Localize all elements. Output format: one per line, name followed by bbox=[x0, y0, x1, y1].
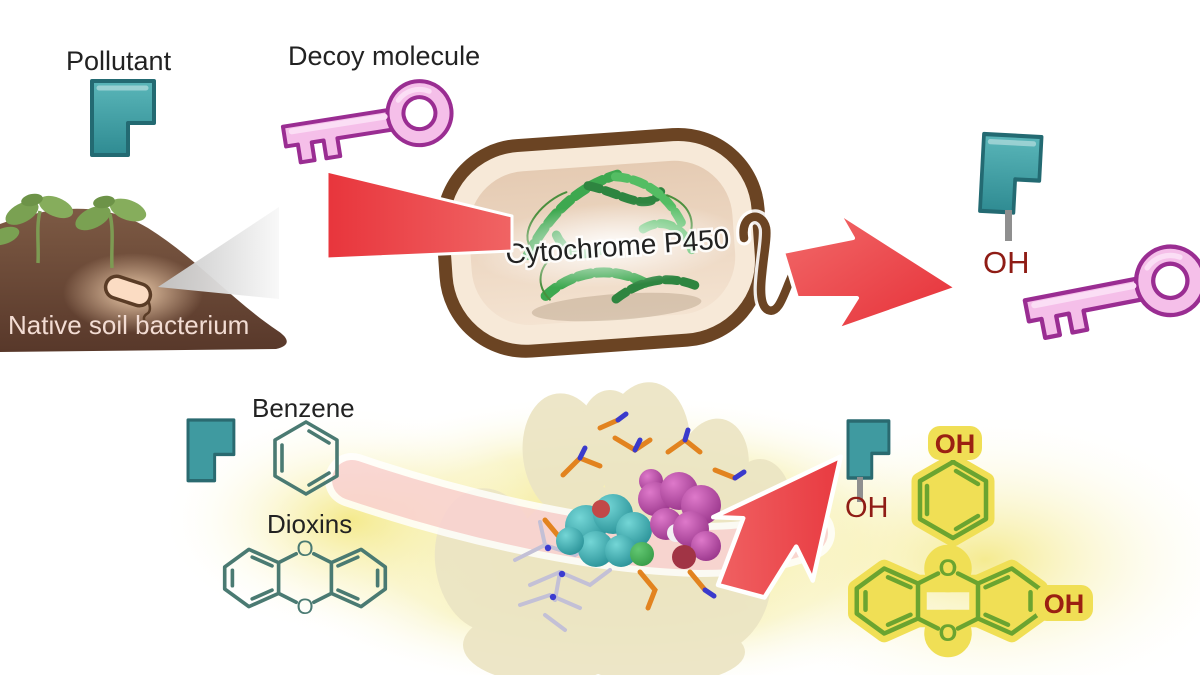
pollutant-block-icon bbox=[90, 79, 156, 157]
red-arrow-icon bbox=[781, 210, 959, 332]
dioxins-label: Dioxins bbox=[267, 509, 352, 539]
red-arrow-icon bbox=[325, 169, 514, 261]
seedling-icon bbox=[0, 226, 20, 246]
hydroxylated-pollutant-icon: OH bbox=[978, 131, 1044, 280]
label-glow bbox=[473, 202, 743, 289]
dioxin-oh-label: OH bbox=[1044, 589, 1085, 619]
phenol-oh-label: OH bbox=[935, 429, 976, 459]
magnifier-cone-icon bbox=[158, 207, 279, 299]
oxygen-atom-label: O bbox=[296, 536, 313, 561]
native-soil-bacterium-label: Native soil bacterium bbox=[8, 310, 249, 340]
benzene-label: Benzene bbox=[252, 393, 355, 423]
soil-mound-icon: Native soil bacterium bbox=[0, 193, 287, 352]
decoy-molecule-label: Decoy molecule bbox=[288, 41, 480, 71]
hydroxyl-stick bbox=[1005, 210, 1012, 241]
seedling-icon bbox=[75, 195, 147, 269]
bacterium-cell-icon: Cytochrome P450 bbox=[436, 127, 768, 358]
hydroxylated-dioxin-icon: O O OH bbox=[848, 544, 1093, 658]
pollutant-label: Pollutant bbox=[66, 46, 172, 76]
decoy-spheres bbox=[638, 469, 721, 569]
dioxin-structure-icon: O O bbox=[222, 536, 388, 619]
soil-bacterium-icon bbox=[103, 274, 153, 325]
benzene-spheres bbox=[556, 494, 654, 567]
seedling-icon bbox=[5, 193, 74, 264]
benzene-ring-icon bbox=[273, 420, 339, 496]
flagellum-icon bbox=[736, 209, 807, 318]
active-site-model-icon bbox=[325, 382, 843, 675]
oxygen-atom-label: O bbox=[939, 555, 958, 582]
phenol-structure-icon: OH bbox=[911, 426, 995, 547]
oxygen-atom-label: O bbox=[296, 594, 313, 619]
oxygen-atom-label: O bbox=[939, 620, 958, 647]
hydroxyl-stick bbox=[857, 477, 863, 502]
red-arrow-icon bbox=[710, 454, 843, 600]
hydroxyl-label-bottom: OH bbox=[845, 492, 889, 524]
hydroxyl-label-top: OH bbox=[983, 245, 1030, 280]
decoy-key-icon bbox=[280, 79, 454, 165]
pollutant-block-icon bbox=[186, 418, 236, 483]
hydroxylated-pollutant-icon: OH bbox=[845, 419, 891, 524]
decoy-key-icon bbox=[1022, 244, 1200, 340]
